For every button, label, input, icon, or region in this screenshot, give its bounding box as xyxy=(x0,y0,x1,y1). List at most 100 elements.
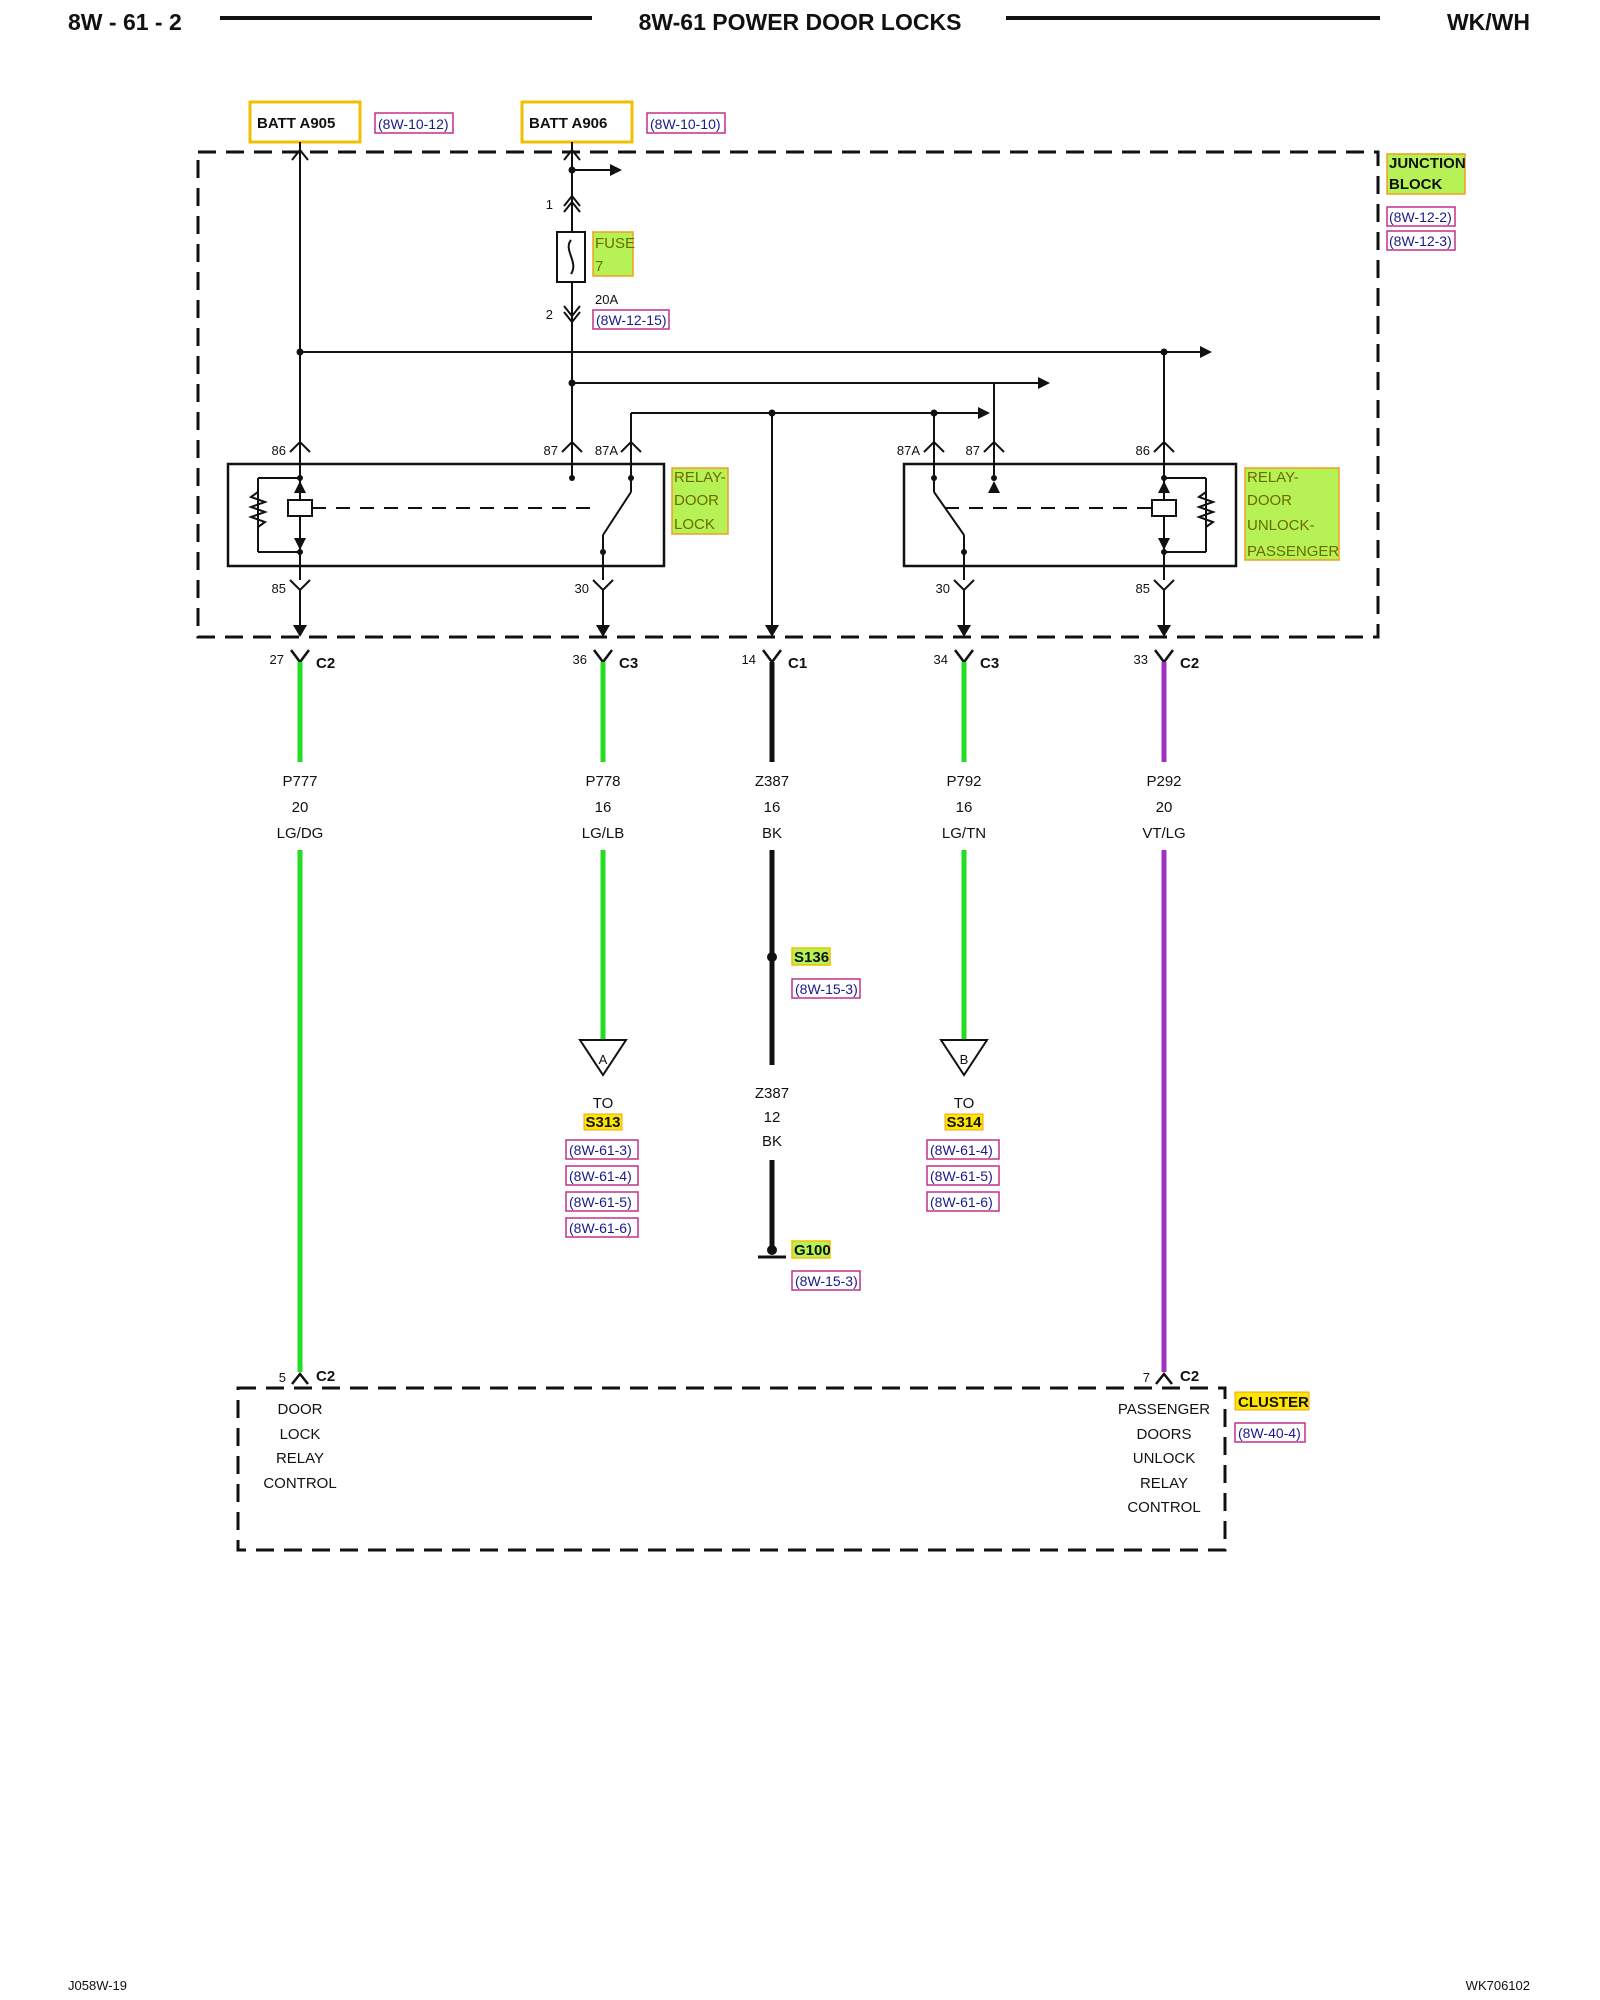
ref-link[interactable]: (8W-40-4) xyxy=(1234,1422,1306,1443)
svg-text:34: 34 xyxy=(934,652,948,667)
source-batt-a905[interactable]: BATT A905 xyxy=(248,100,362,144)
fuse-7[interactable]: FUSE 7 xyxy=(556,231,635,283)
ref-link[interactable]: (8W-61-5) xyxy=(565,1191,639,1212)
page-header: 8W - 61 - 2 8W-61 POWER DOOR LOCKS WK/WH xyxy=(68,9,1530,35)
ref-link[interactable]: (8W-10-10) xyxy=(646,112,726,134)
ref-link[interactable]: (8W-12-2) xyxy=(1386,206,1456,227)
svg-text:36: 36 xyxy=(573,652,587,667)
svg-text:CONTROL: CONTROL xyxy=(263,1475,336,1492)
wire-p778[interactable]: P778 16 LG/LB xyxy=(582,662,625,1040)
relay-lock-label-3: LOCK xyxy=(674,516,715,533)
ref-link[interactable]: (8W-15-3) xyxy=(791,1270,861,1291)
svg-text:CONTROL: CONTROL xyxy=(1127,1499,1200,1516)
source-label: BATT A906 xyxy=(529,115,607,132)
relay-lock-label-2: DOOR xyxy=(674,492,719,509)
fuse-pin-in: 1 xyxy=(546,197,553,212)
junction-title-1: JUNCTION xyxy=(1389,155,1466,172)
ref-link[interactable]: (8W-61-6) xyxy=(926,1191,1000,1212)
svg-text:12: 12 xyxy=(764,1109,781,1126)
pin-87-unlock: 87 xyxy=(966,443,980,458)
ref-text: (8W-61-6) xyxy=(569,1220,632,1236)
wire-circuit: Z387 xyxy=(755,773,789,790)
splice-label: S136 xyxy=(794,949,829,966)
wire-z387[interactable]: Z387 16 BK xyxy=(755,662,789,1065)
ref-link[interactable]: (8W-61-4) xyxy=(926,1139,1000,1160)
ref-text: (8W-12-15) xyxy=(596,312,667,328)
footer-left-code: J058W-19 xyxy=(68,1978,127,1993)
splice-s136[interactable]: S136 xyxy=(767,947,831,966)
fuse-label-1: FUSE xyxy=(595,235,635,252)
ref-text: (8W-61-5) xyxy=(930,1168,993,1184)
relay-door-unlock-passenger[interactable]: RELAY- DOOR UNLOCK- PASSENGER xyxy=(902,440,1340,635)
junction-block-label[interactable]: JUNCTION BLOCK xyxy=(1386,153,1466,195)
cluster-left-terminal: 5 C2 xyxy=(279,1368,335,1385)
ref-link[interactable]: (8W-61-5) xyxy=(926,1165,1000,1186)
pin-87-lock: 87 xyxy=(544,443,558,458)
ref-text: (8W-10-10) xyxy=(650,116,721,132)
fuse-rating: 20A xyxy=(595,292,618,307)
wire-p777[interactable]: P777 20 LG/DG xyxy=(277,662,324,1372)
ref-link[interactable]: (8W-10-12) xyxy=(374,112,454,134)
fuse-label-2: 7 xyxy=(595,258,603,275)
wire-gauge: 20 xyxy=(1156,799,1173,816)
junction-nodes xyxy=(296,166,1168,417)
svg-text:BK: BK xyxy=(762,1133,782,1150)
model-code: WK/WH xyxy=(1447,9,1530,35)
wire-p792[interactable]: P792 16 LG/TN xyxy=(942,662,986,1040)
connector-forks xyxy=(290,649,1174,665)
svg-text:C2: C2 xyxy=(1180,655,1199,672)
relay-door-lock[interactable]: RELAY- DOOR LOCK xyxy=(226,440,729,635)
cluster-label[interactable]: CLUSTER xyxy=(1234,1391,1310,1411)
ref-link[interactable]: (8W-61-4) xyxy=(565,1165,639,1186)
ref-text: (8W-12-3) xyxy=(1389,233,1452,249)
offpage-letter: B xyxy=(960,1052,969,1067)
svg-text:14: 14 xyxy=(742,652,756,667)
ground-label: G100 xyxy=(794,1242,831,1259)
fuse-pin-out: 2 xyxy=(546,307,553,322)
ref-text: (8W-61-4) xyxy=(569,1168,632,1184)
wire-color: LG/LB xyxy=(582,825,625,842)
offpage-splice: S313 xyxy=(585,1114,620,1131)
z387-lower-label: Z387 12 BK xyxy=(755,1085,789,1150)
pin-30-lock: 30 xyxy=(575,581,589,596)
cluster-title: CLUSTER xyxy=(1238,1394,1309,1411)
source-label: BATT A905 xyxy=(257,115,335,132)
ref-link[interactable]: (8W-61-6) xyxy=(565,1217,639,1238)
relay-unlock-label-3: UNLOCK- xyxy=(1247,517,1315,534)
svg-text:RELAY: RELAY xyxy=(1140,1475,1188,1492)
relay-unlock-label-4: PASSENGER xyxy=(1247,543,1339,560)
wire-circuit: P292 xyxy=(1146,773,1181,790)
ref-link[interactable]: (8W-12-15) xyxy=(592,309,670,330)
wire-gauge: 20 xyxy=(292,799,309,816)
svg-text:C3: C3 xyxy=(980,655,999,672)
svg-text:DOOR: DOOR xyxy=(278,1401,323,1418)
svg-text:RELAY: RELAY xyxy=(276,1450,324,1467)
pin-85-unlock: 85 xyxy=(1136,581,1150,596)
wire-circuit: P792 xyxy=(946,773,981,790)
offpage-connector-b[interactable]: B TO S314 xyxy=(939,1039,989,1131)
ref-text: (8W-15-3) xyxy=(795,1273,858,1289)
wire-gauge: 16 xyxy=(956,799,973,816)
svg-text:5: 5 xyxy=(279,1370,286,1385)
pin-87a-lock: 87A xyxy=(595,443,618,458)
ground-g100[interactable]: G100 xyxy=(758,1240,831,1259)
ref-text: (8W-61-3) xyxy=(569,1142,632,1158)
wire-color: LG/DG xyxy=(277,825,324,842)
source-batt-a906[interactable]: BATT A906 xyxy=(520,100,634,144)
svg-text:Z387: Z387 xyxy=(755,1085,789,1102)
ref-text: (8W-61-5) xyxy=(569,1194,632,1210)
svg-text:27: 27 xyxy=(270,652,284,667)
ref-text: (8W-12-2) xyxy=(1389,209,1452,225)
pin-30-unlock: 30 xyxy=(936,581,950,596)
pin-85-lock: 85 xyxy=(272,581,286,596)
offpage-connector-a[interactable]: A TO S313 xyxy=(578,1039,628,1131)
svg-text:7: 7 xyxy=(1143,1370,1150,1385)
ref-link[interactable]: (8W-12-3) xyxy=(1386,230,1456,251)
svg-text:C2: C2 xyxy=(316,1368,335,1385)
ref-link[interactable]: (8W-15-3) xyxy=(791,978,861,999)
ref-link[interactable]: (8W-61-3) xyxy=(565,1139,639,1160)
wire-p292[interactable]: P292 20 VT/LG xyxy=(1142,662,1186,1372)
svg-text:LOCK: LOCK xyxy=(280,1426,321,1443)
cluster-left-function: DOOR LOCK RELAY CONTROL xyxy=(263,1401,336,1492)
